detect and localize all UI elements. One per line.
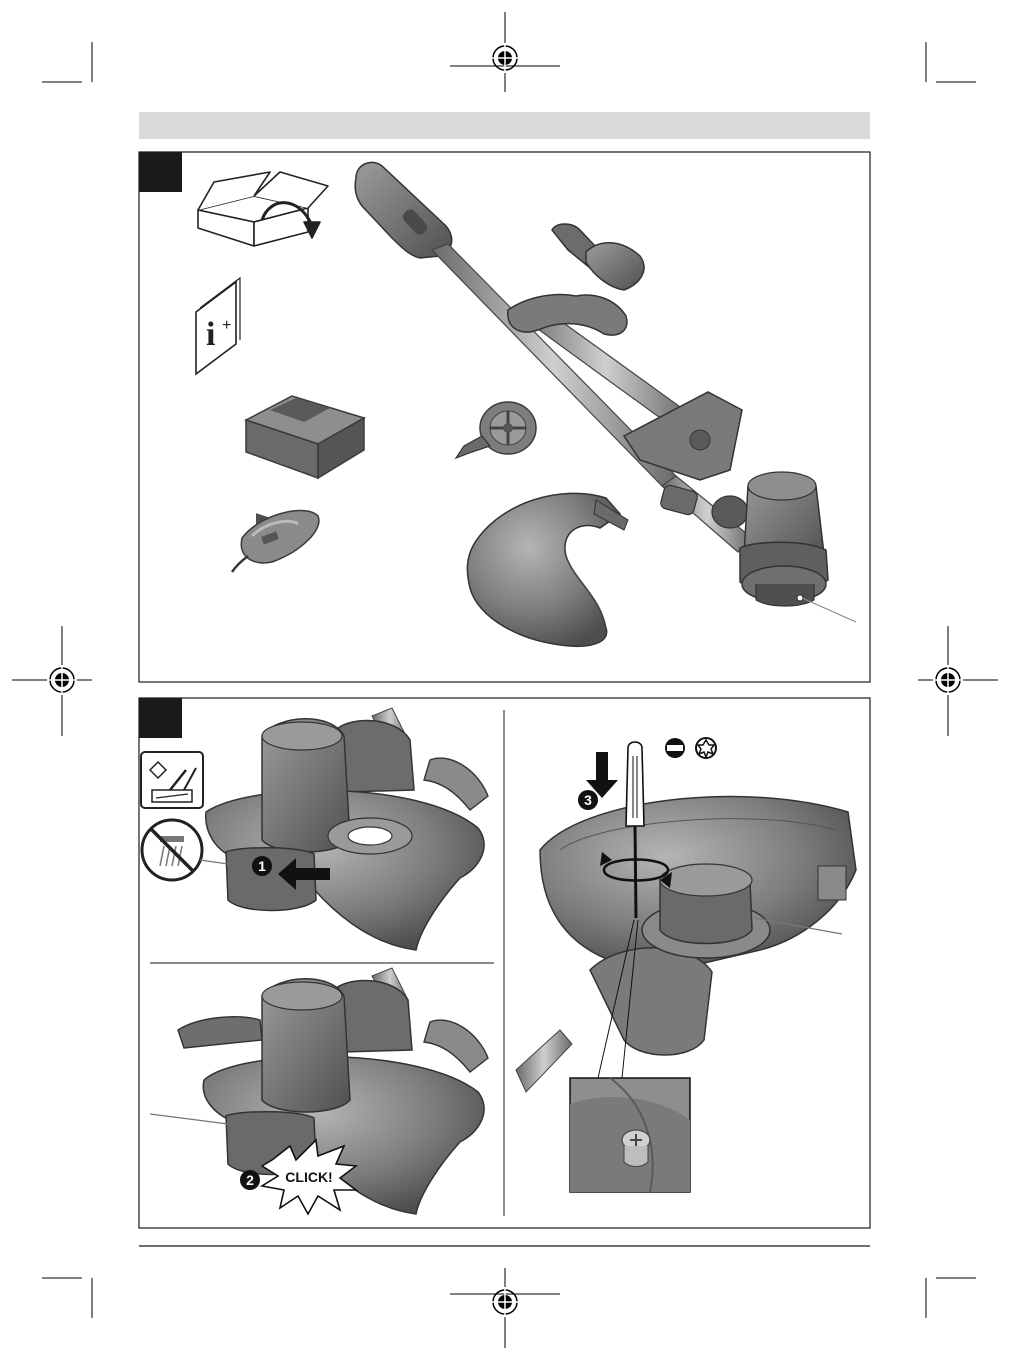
- panel-contents: i +: [139, 152, 870, 682]
- svg-text:+: +: [222, 317, 231, 334]
- scene-step3: [516, 742, 856, 1092]
- header-band: [139, 112, 870, 139]
- scene-step1: [200, 708, 488, 950]
- registration-target-right: [933, 665, 963, 695]
- step1-number: 1: [258, 858, 266, 874]
- step3-number: 3: [584, 792, 592, 808]
- registration-target-left: [47, 665, 77, 695]
- manual-info-icon: i +: [196, 278, 240, 374]
- step1-badge: 1: [252, 856, 272, 876]
- no-water-icon: [142, 820, 202, 880]
- flat-screwdriver-icon: [665, 738, 685, 758]
- click-label: CLICK!: [285, 1169, 332, 1185]
- open-box-icon: [198, 172, 328, 246]
- registration-target-bottom: [490, 1287, 520, 1317]
- panel-mount-guard: 1 CLICK! 2: [139, 698, 870, 1228]
- registration-target-top: [490, 43, 520, 73]
- panel-tab-a: [139, 152, 182, 192]
- maintenance-tools-icon: [141, 752, 203, 808]
- svg-text:i: i: [206, 316, 215, 353]
- step3-badge: 3: [578, 790, 598, 810]
- charger: [232, 511, 319, 572]
- trimmer: [355, 162, 856, 622]
- step2-number: 2: [246, 1172, 254, 1188]
- crop-marks: [12, 12, 998, 1348]
- panel-tab-b: [139, 698, 182, 738]
- cutting-line: [802, 598, 856, 622]
- zoom-inset: [570, 1078, 690, 1192]
- torx-icon: [696, 738, 716, 758]
- step2-badge: 2: [240, 1170, 260, 1190]
- spacer-wheel: [456, 402, 536, 458]
- guard: [467, 493, 628, 646]
